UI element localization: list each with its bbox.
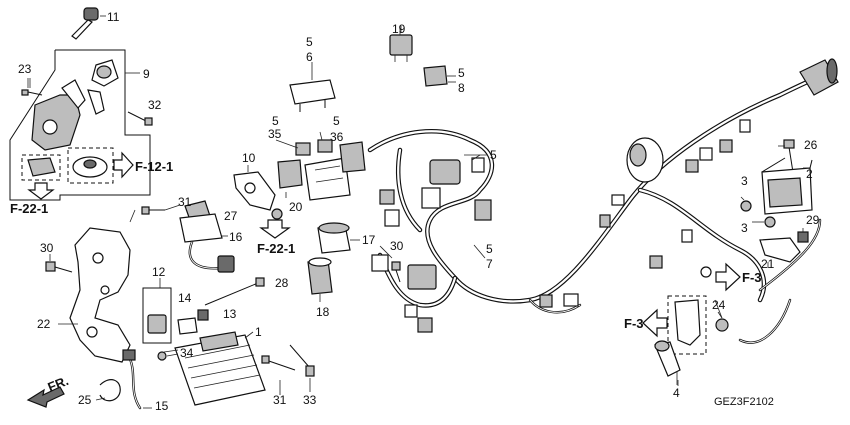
part-number: 27 <box>224 209 238 223</box>
diagram-code: GEZ3F2102 <box>714 396 774 408</box>
part-number: 8 <box>458 81 465 95</box>
part-number: 5 <box>458 66 465 80</box>
bolt-32 <box>127 111 153 126</box>
part-number: 24 <box>712 298 726 312</box>
part-number: 5 <box>486 242 493 256</box>
part-number: 23 <box>18 62 32 76</box>
ignition-coil-group <box>740 139 813 268</box>
part-number: 12 <box>152 265 166 279</box>
part-number: 32 <box>148 98 162 112</box>
part-number: 2 <box>806 167 813 181</box>
part-number: 4 <box>673 386 680 400</box>
arrow-down-icon <box>27 182 55 200</box>
part-number: 34 <box>180 346 194 360</box>
part-number: 11 <box>107 10 120 24</box>
part-number: 6 <box>306 50 313 64</box>
part-number: 33 <box>303 393 317 407</box>
ignition-switch-group <box>9 7 153 201</box>
part-number: 1 <box>255 325 262 339</box>
ref-f3-left: F-3 <box>624 316 644 331</box>
part-number: 21 <box>761 257 775 271</box>
rectifier-regulator <box>95 200 315 410</box>
part-number: 10 <box>242 151 256 165</box>
part-number: 5 <box>490 148 497 162</box>
ignition-key <box>71 7 99 40</box>
part-number: 5 <box>306 35 313 49</box>
part-number: 31 <box>273 393 287 407</box>
part-number: 5 <box>333 114 340 128</box>
part-number: 17 <box>362 233 376 247</box>
part-number: 30 <box>390 239 404 253</box>
ref-f22-top: F-22-1 <box>10 201 48 216</box>
key-cylinder-cover <box>27 156 108 178</box>
rubber-boots <box>307 222 401 302</box>
part-number: 22 <box>37 317 51 331</box>
front-direction-arrow <box>26 386 65 408</box>
part-number: 13 <box>223 307 237 321</box>
relay-group <box>233 26 456 239</box>
part-number: 5 <box>272 114 279 128</box>
part-number: 3 <box>741 174 748 188</box>
part-number: 19 <box>392 22 406 36</box>
part-number: 14 <box>178 291 192 305</box>
arrow-left-icon <box>642 308 668 338</box>
part-number-labels: 11 23 9 32 19 5 6 5 8 5 35 5 36 5 10 20 … <box>18 10 820 413</box>
main-wire-harness <box>367 58 839 344</box>
front-label: FR. <box>46 373 71 395</box>
part-number: 29 <box>806 213 820 227</box>
part-number: 18 <box>316 305 330 319</box>
ref-f12: F-12-1 <box>135 159 173 174</box>
part-number: 15 <box>155 399 169 413</box>
part-number: 20 <box>289 200 303 214</box>
part-number: 16 <box>229 230 243 244</box>
part-number: 30 <box>40 241 54 255</box>
part-number: 9 <box>143 67 150 81</box>
part-number: 35 <box>268 127 282 141</box>
arrow-right-icon <box>113 151 134 179</box>
clamp-and-plug <box>654 266 729 385</box>
ref-f22-mid: F-22-1 <box>257 241 295 256</box>
ignition-switch <box>31 59 119 151</box>
part-number: 7 <box>486 257 493 271</box>
bolt-23 <box>21 89 43 96</box>
leader-lines <box>29 28 808 386</box>
arrow-right-icon <box>715 262 741 292</box>
part-number: 28 <box>275 276 289 290</box>
arrow-down-icon <box>259 219 291 239</box>
part-number: 31 <box>178 195 192 209</box>
part-number: 3 <box>741 221 748 235</box>
ref-f3-right: F-3 <box>742 270 762 285</box>
part-number: 25 <box>78 393 92 407</box>
part-number: 26 <box>804 138 818 152</box>
part-number: 36 <box>330 130 344 144</box>
frame-bracket <box>45 204 181 363</box>
